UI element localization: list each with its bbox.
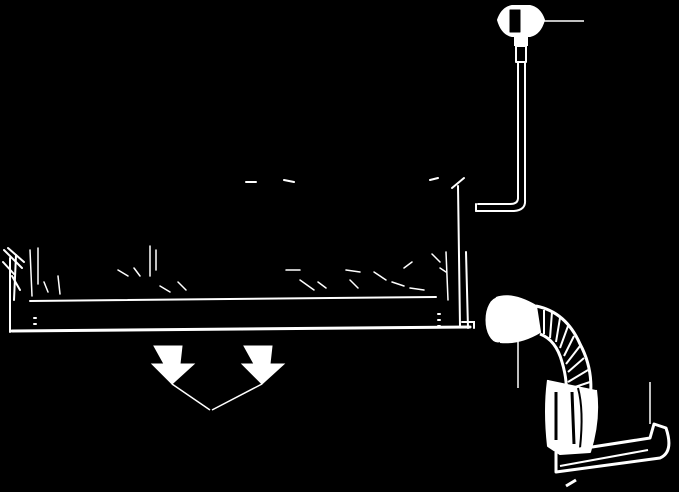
arrows-callout-line [171,383,263,411]
drain-hose-elbow [485,295,671,488]
push-down-arrows [150,345,286,385]
arrow-left-icon [150,345,196,385]
drawer-tray [2,177,475,333]
arrow-right-icon [240,345,286,385]
t-handle-key-icon [475,5,545,212]
